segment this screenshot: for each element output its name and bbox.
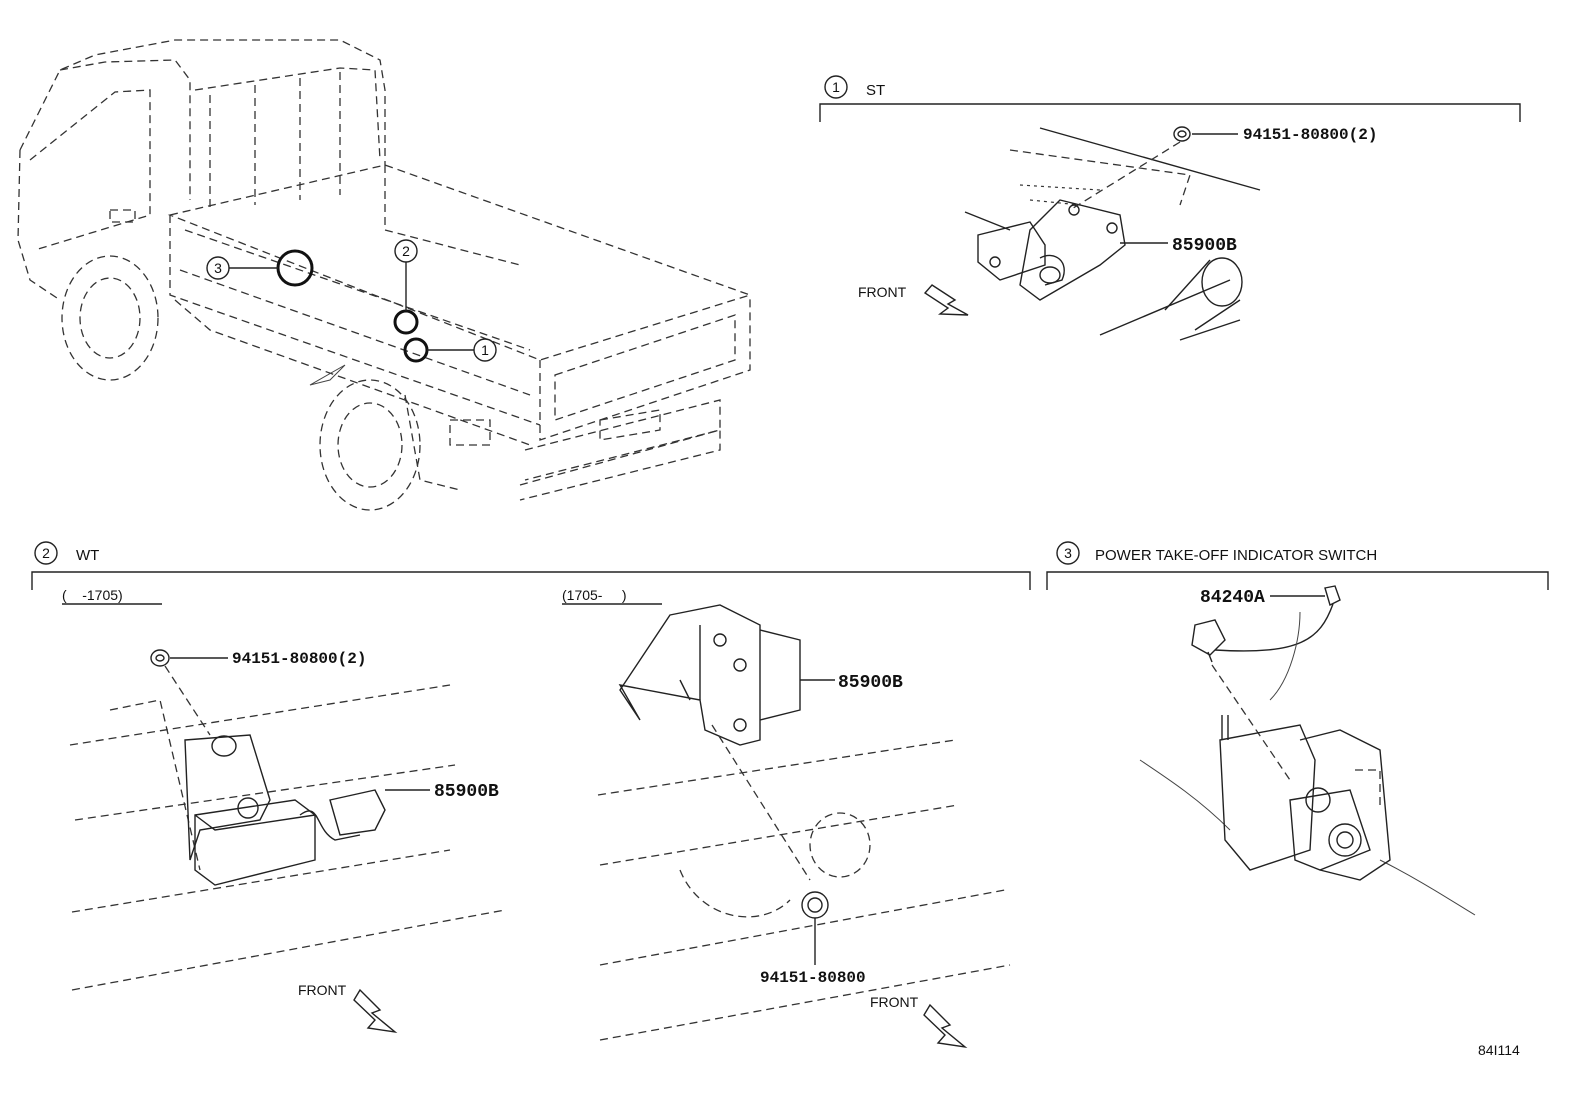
section-pto-number: 3 xyxy=(1064,545,1072,561)
section-st-title: ST xyxy=(866,82,885,99)
callout-3: 3 xyxy=(214,260,222,276)
wt-right-front-label: FRONT xyxy=(870,994,919,1010)
truck-overview: 3 2 1 xyxy=(17,39,753,511)
st-front-label: FRONT xyxy=(858,284,907,300)
section-st: 1 ST 94151-80800(2) 85900B FRONT xyxy=(819,75,1521,341)
st-bolt-part-number: 94151-80800(2) xyxy=(1243,126,1377,144)
wt-right-bolt-part-number: 94151-80800 xyxy=(760,969,866,987)
pto-switch-part-number: 84240A xyxy=(1200,588,1265,608)
section-pto-title: POWER TAKE-OFF INDICATOR SWITCH xyxy=(1095,547,1377,564)
wt-left-front-label: FRONT xyxy=(298,982,347,998)
section-wt-number: 2 xyxy=(42,545,50,561)
wt-right-range: (1705- ) xyxy=(562,587,627,603)
section-pto: 3 POWER TAKE-OFF INDICATOR SWITCH 84240A xyxy=(1046,541,1549,916)
figure-id: 84I114 xyxy=(1478,1042,1520,1058)
wt-right-sensor-part-number: 85900B xyxy=(838,673,903,693)
wt-left-sensor-part-number: 85900B xyxy=(434,782,499,802)
section-wt-title: WT xyxy=(76,547,99,564)
wt-left-bolt-part-number: 94151-80800(2) xyxy=(232,650,366,668)
wt-left-range: ( -1705) xyxy=(62,587,123,603)
section-st-number: 1 xyxy=(832,79,840,95)
section-wt: 2 WT ( -1705) 94151-80800(2) 85900B FRON… xyxy=(31,541,1031,1049)
callout-2: 2 xyxy=(402,243,410,259)
st-sensor-part-number: 85900B xyxy=(1172,236,1237,256)
callout-1: 1 xyxy=(481,342,489,358)
